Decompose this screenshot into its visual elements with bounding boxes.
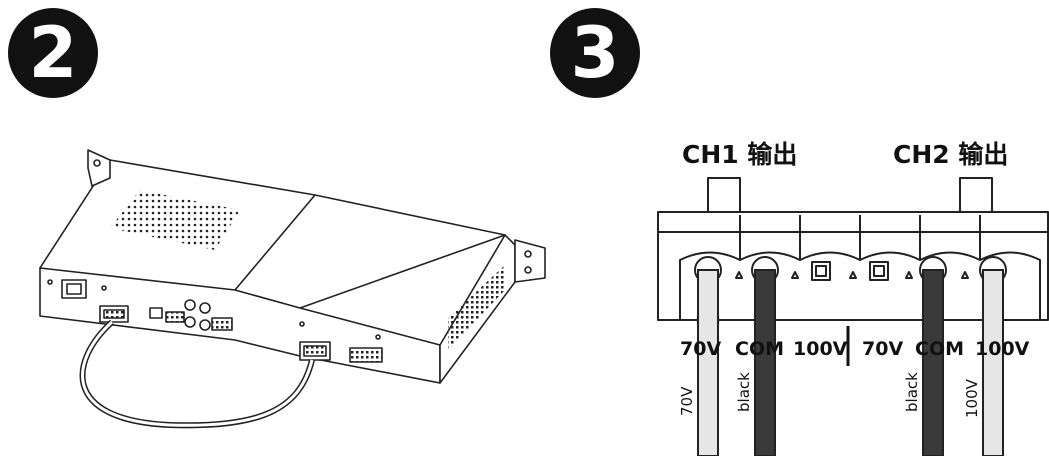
amplifier-device — [39, 149, 546, 384]
wires — [694, 256, 1007, 456]
step-3-badge: 3 — [550, 8, 640, 98]
terminal-label-ch1-com: COM — [735, 338, 785, 360]
ch1-output-label: CH1 输出 — [682, 140, 798, 169]
wire-label-black-2: black — [903, 372, 921, 412]
wire-label-100v: 100V — [963, 379, 981, 418]
step-2-number: 2 — [28, 12, 78, 94]
wire-label-black-1: black — [735, 372, 753, 412]
terminal-label-ch1-70v: 70V — [680, 338, 722, 360]
step-3-number: 3 — [570, 12, 620, 94]
terminal-label-ch1-100v: 100V — [793, 338, 848, 360]
terminal-label-ch2-70v: 70V — [862, 338, 904, 360]
terminal-label-ch2-100v: 100V — [975, 338, 1030, 360]
ch2-output-label: CH2 输出 — [893, 140, 1009, 169]
terminal-label-ch2-com: COM — [915, 338, 965, 360]
wire-label-70v: 70V — [678, 386, 696, 416]
step-2-badge: 2 — [8, 8, 98, 98]
